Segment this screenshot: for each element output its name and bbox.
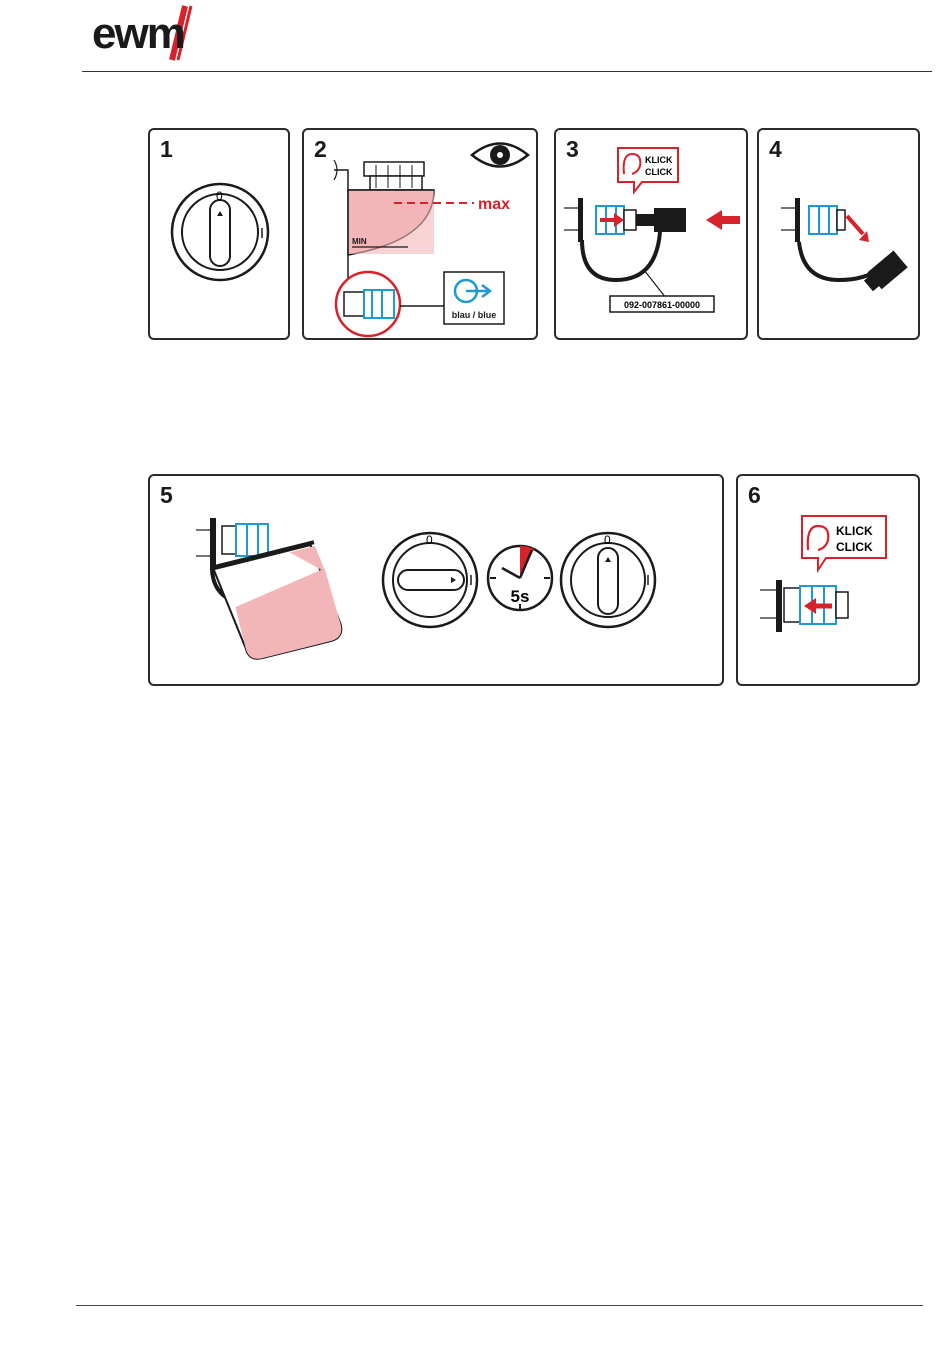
step-panel-1: 1 0	[148, 128, 290, 340]
step-panel-4: 4	[757, 128, 920, 340]
timer-label: 5s	[511, 587, 530, 606]
coolant-tank-illustration: max MIN blau / blue	[304, 130, 540, 342]
main-switch-horizontal: 0	[383, 533, 477, 627]
click-label: CLICK	[836, 540, 873, 554]
step-panel-3: 3 KLICK CLICK 092-007861-00000	[554, 128, 748, 340]
eye-icon	[472, 144, 528, 167]
klick-label: KLICK	[836, 524, 873, 538]
step-panel-2: 2 max MIN blau	[302, 128, 538, 340]
switch-off-mark: 0	[604, 533, 611, 547]
ewm-logo: ewm	[90, 2, 220, 64]
switch-off-mark: 0	[216, 189, 223, 203]
click-label: CLICK	[645, 167, 673, 177]
connect-hose-illustration: KLICK CLICK 092-007861-00000	[556, 130, 750, 342]
timer-icon: 5s	[488, 546, 552, 610]
blue-connector-label: blau / blue	[452, 310, 497, 320]
reconnect-click-illustration: KLICK CLICK	[738, 476, 922, 688]
switch-off-mark: 0	[426, 533, 433, 547]
logo-wordmark: ewm	[92, 9, 184, 58]
disconnect-hose-illustration	[759, 130, 922, 342]
step-panel-6: 6 KLICK CLICK	[736, 474, 920, 686]
part-number-label: 092-007861-00000	[624, 300, 700, 310]
max-level-label: max	[478, 196, 510, 213]
header-divider	[82, 71, 932, 72]
step-panel-5: 5 0	[148, 474, 724, 686]
klick-label: KLICK	[645, 155, 673, 165]
drain-and-power-cycle-illustration: 0 5s 0	[150, 476, 726, 688]
footer-divider	[76, 1305, 923, 1306]
min-level-label: MIN	[352, 237, 367, 246]
main-switch-vertical: 0	[561, 533, 655, 627]
main-switch-off-illustration: 0	[150, 130, 292, 342]
